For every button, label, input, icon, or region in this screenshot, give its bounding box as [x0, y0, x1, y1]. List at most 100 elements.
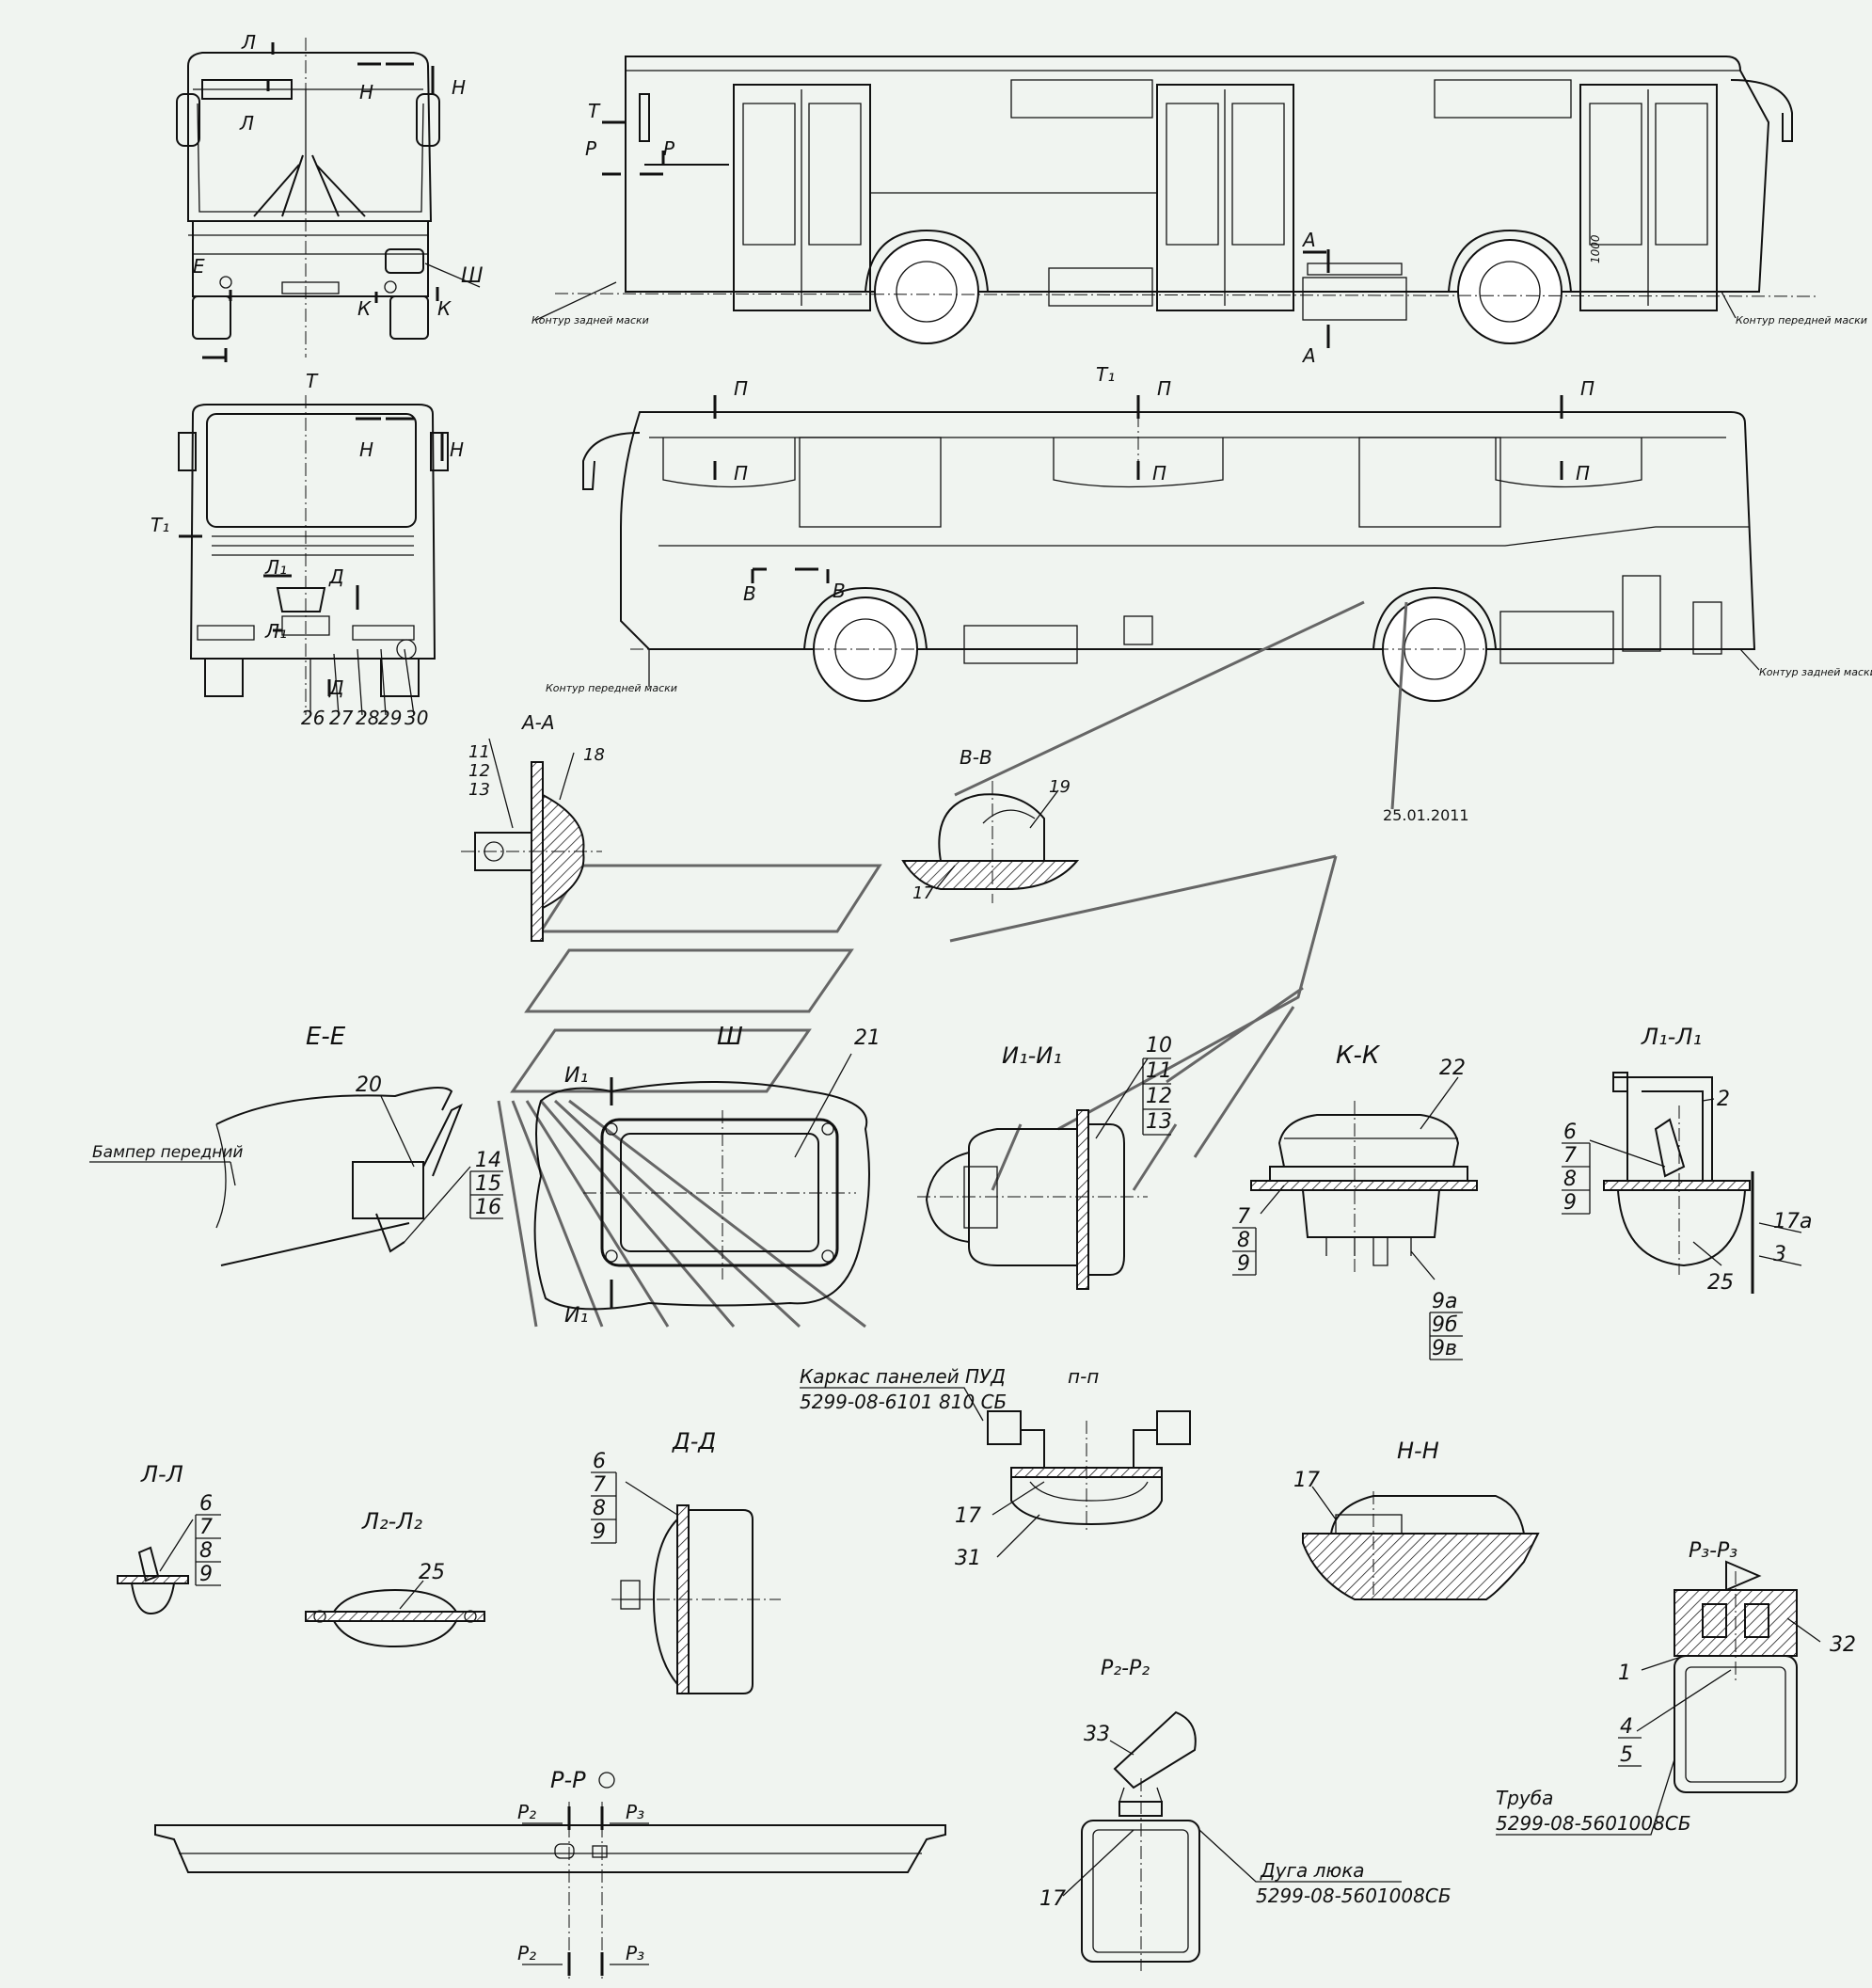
tube-label-2: 5299-08-5601008СБ [1496, 1812, 1691, 1835]
section-ll-callout-9: 9 [199, 1563, 213, 1586]
section-l1-callout-8: 8 [1563, 1168, 1577, 1191]
section-r3-callout-5: 5 [1620, 1743, 1633, 1767]
section-i1-i1: И₁-И₁ 10 11 12 13 [917, 1034, 1172, 1290]
arc-label-2: 5299-08-5601008СБ [1256, 1885, 1452, 1907]
rear-label-n-left: Н [359, 438, 373, 461]
section-kk-title: К-К [1336, 1042, 1381, 1070]
section-kk-callout-9v: 9в [1432, 1337, 1457, 1360]
side-left-label-v-right: В [833, 580, 846, 602]
section-l-l: Л-Л 6 7 8 9 [117, 1461, 221, 1615]
section-sh-callout-21: 21 [854, 1026, 880, 1050]
section-l1-callout-25: 25 [1707, 1271, 1734, 1295]
front-label-l-top: Л [241, 31, 256, 54]
section-dd-callout-7: 7 [593, 1473, 606, 1497]
front-label-n-right: Н [452, 76, 466, 99]
section-rr-title: Р-Р [550, 1767, 586, 1793]
section-sh: Ш И₁ И₁ 21 [533, 1023, 880, 1328]
section-rr-label-r2-top: Р₂ [517, 1801, 536, 1823]
side-left-label-p3-top: П [1580, 377, 1594, 400]
section-aa-callout-12: 12 [468, 761, 490, 781]
section-r3-callout-32: 32 [1830, 1633, 1856, 1657]
side-right-door-text: 1000 [1589, 234, 1602, 263]
section-l1-callout-3: 3 [1773, 1243, 1786, 1266]
section-p-p: п-п Каркас панелей ПУД 5299-08-6101 810 … [800, 1365, 1191, 1570]
front-label-e: Е [193, 255, 205, 278]
date-stamp: 25.01.2011 [1383, 806, 1469, 824]
section-kk-callout-9a: 9а [1432, 1290, 1457, 1313]
section-rr-label-r3-bottom: Р₃ [626, 1942, 644, 1964]
section-dd-title: Д-Д [672, 1428, 716, 1455]
section-dd-callout-9: 9 [593, 1520, 606, 1544]
section-i1-callout-12: 12 [1146, 1085, 1172, 1108]
section-aa-callout-13: 13 [468, 780, 490, 800]
section-ee-callout-14: 14 [475, 1149, 501, 1172]
section-kk-callout-7: 7 [1237, 1205, 1250, 1229]
section-pp-callout-17: 17 [955, 1504, 981, 1528]
section-aa-title: А-А [520, 711, 555, 734]
section-r2-callout-17: 17 [1039, 1887, 1066, 1911]
section-ee-callout-20: 20 [356, 1074, 382, 1097]
front-label-k-left: К [357, 297, 372, 320]
rear-callout-26: 26 [301, 707, 325, 729]
front-view: Л Л Н Н Е Ш К К [176, 31, 484, 362]
section-bb-callout-19: 19 [1049, 777, 1071, 797]
section-rr-label-r3-top: Р₃ [626, 1801, 644, 1823]
rear-callout-30: 30 [405, 707, 428, 729]
rear-callout-29: 29 [378, 707, 402, 729]
section-aa-callout-11: 11 [468, 742, 490, 762]
section-ee-callout-16: 16 [475, 1196, 501, 1219]
section-dd-callout-8: 8 [593, 1497, 606, 1520]
section-bb-title: В-В [960, 746, 992, 769]
side-left-label-p1-bottom: П [734, 462, 748, 485]
section-d-d: Д-Д 6 7 8 9 [591, 1428, 781, 1694]
rear-view-title: Т [306, 370, 319, 392]
section-l1-l1: Л₁-Л₁ 2 6 7 8 9 17а 3 25 [1562, 1024, 1812, 1295]
front-label-n-left: Н [359, 81, 373, 103]
side-right-front-contour: Контур передней маски [1736, 314, 1867, 326]
section-kk-callout-8: 8 [1237, 1229, 1250, 1252]
section-sh-label-i1-top: И₁ [564, 1064, 588, 1088]
section-l1-callout-9: 9 [1563, 1191, 1577, 1215]
side-view-right: Т Р Р А А Контур задней маски Контур пер… [531, 56, 1867, 367]
rear-label-d-top: Д [328, 565, 344, 588]
section-bb-callout-17: 17 [912, 883, 934, 903]
section-ll-title: Л-Л [140, 1461, 183, 1487]
tube-label-1: Труба [1496, 1787, 1553, 1809]
section-r3-r3: Р₃-Р₃ 32 1 4 5 Труба 5299-08-5601008СБ [1496, 1539, 1856, 1836]
section-dd-callout-6: 6 [593, 1450, 606, 1473]
rear-label-n-right: Н [450, 438, 464, 461]
rear-label-t1: Т₁ [151, 514, 169, 536]
section-ee-callout-15: 15 [475, 1172, 501, 1196]
side-left-label-p3-bottom: П [1576, 462, 1590, 485]
section-kk-callout-9: 9 [1237, 1252, 1250, 1276]
side-left-label-p1-top: П [734, 377, 748, 400]
section-r2-callout-33: 33 [1084, 1723, 1110, 1746]
section-rr-label-r2-bottom: Р₂ [517, 1942, 536, 1964]
front-label-l-bottom: Л [239, 112, 254, 135]
section-kk-callout-22: 22 [1439, 1057, 1466, 1080]
section-r3-title: Р₃-Р₃ [1689, 1539, 1737, 1563]
section-sh-label-i1-bottom: И₁ [564, 1304, 588, 1328]
section-r3-callout-1: 1 [1618, 1662, 1631, 1685]
side-left-label-p2-top: П [1157, 377, 1171, 400]
section-a-a: А-А 11 12 13 18 [461, 711, 605, 942]
section-i1-callout-11: 11 [1146, 1059, 1172, 1083]
frame-label-1: Каркас панелей ПУД [800, 1365, 1006, 1388]
section-ll-callout-8: 8 [199, 1539, 213, 1563]
rear-label-l1-top: Л₁ [264, 556, 287, 579]
section-ll-callout-7: 7 [199, 1516, 213, 1539]
section-l1-title: Л₁-Л₁ [1641, 1024, 1702, 1050]
side-right-rear-contour: Контур задней маски [531, 314, 649, 326]
zoom-leaders [497, 600, 1408, 1328]
side-right-label-r-right: Р [663, 137, 675, 160]
section-pp-callout-31: 31 [955, 1547, 981, 1570]
section-i1-title: И₁-И₁ [1002, 1042, 1062, 1069]
section-sh-title: Ш [717, 1023, 743, 1051]
section-l1-callout-6: 6 [1563, 1121, 1577, 1144]
section-i1-callout-10: 10 [1146, 1034, 1172, 1058]
front-label-k-right: К [437, 297, 452, 320]
side-left-title: Т₁ [1096, 363, 1115, 386]
rear-label-l1-bottom: Л₁ [264, 620, 287, 643]
section-r3-callout-4: 4 [1620, 1715, 1633, 1739]
